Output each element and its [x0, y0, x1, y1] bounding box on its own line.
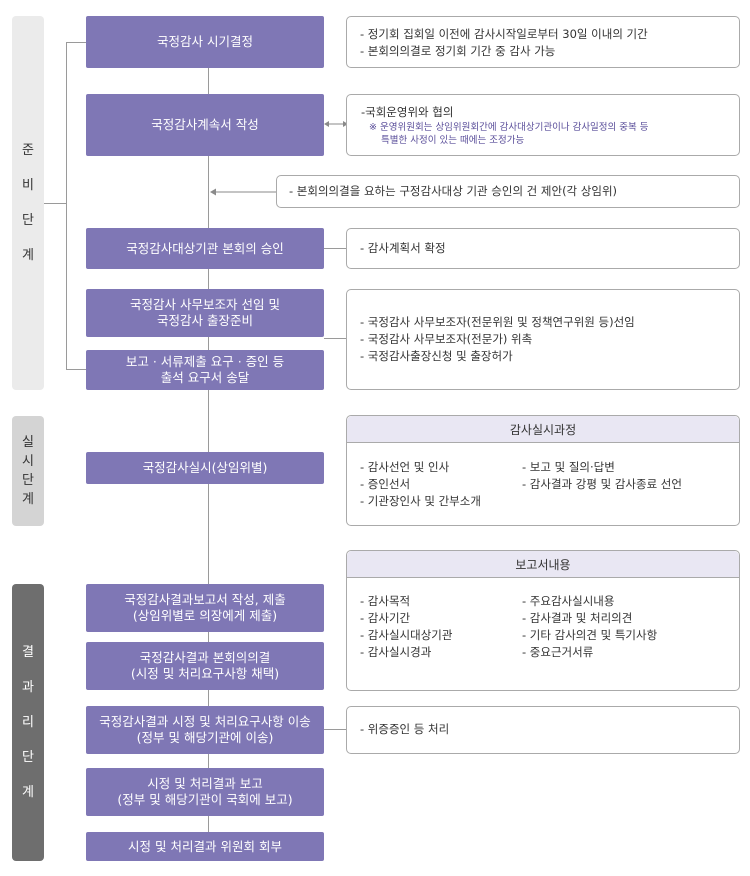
note-proposal: - 본회의의결을 요하는 구정감사대상 기관 승인의 건 제안(각 상임위) [276, 175, 740, 208]
note-line: - 본회의의결을 요하는 구정감사대상 기관 승인의 건 제안(각 상임위) [289, 184, 618, 198]
left-arrow-icon [210, 188, 276, 196]
phase-char: 비 [22, 178, 34, 193]
note-line: - 감사결과 강평 및 감사종료 선언 [522, 477, 682, 491]
phase-execution: 실 시 단 계 [12, 416, 44, 526]
main-flow-line [208, 68, 209, 832]
phase-char: 결 [22, 645, 34, 660]
note-report: 보고서내용 - 감사목적 - 감사기간 - 감사실시대상기관 - 감사실시경과 … [346, 550, 740, 691]
step-plenary-resolution: 국정감사결과 본회의의결 (시정 및 처리요구사항 채택) [86, 642, 324, 690]
bracket-line-bottom [66, 369, 86, 370]
note-process: 감사실시과정 - 감사선언 및 인사 - 증인선서 - 기관장인사 및 간부소개… [346, 415, 740, 526]
note-plan: -국회운영위와 협의 ※ 운영위원회는 상임위원회간에 감사대상기관이나 감사일… [346, 94, 740, 156]
connector-transfer [324, 729, 346, 730]
note-report-title: 보고서내용 [347, 551, 739, 578]
bracket-line-phase [44, 203, 66, 204]
note-line: - 본회의의결로 정기회 기간 중 감사 가능 [360, 44, 556, 58]
phase-char: 계 [22, 785, 34, 800]
note-line: - 중요근거서류 [522, 645, 594, 659]
note-line: - 기타 감사의견 및 특기사항 [522, 628, 658, 642]
phase-result: 결 과 리 단 계 [12, 584, 44, 861]
phase-char: 리 [22, 715, 34, 730]
phase-char: 과 [22, 680, 34, 695]
note-transfer: - 위증증인 등 처리 [346, 706, 740, 754]
step-result-report: 국정감사결과보고서 작성, 제출 (상임위별로 의장에게 제출) [86, 584, 324, 632]
note-sub-line: 특별한 사정이 있는 때에는 조정가능 [381, 135, 525, 146]
note-line: - 감사실시대상기관 [360, 628, 453, 642]
note-line: - 기관장인사 및 간부소개 [360, 494, 481, 508]
phase-char: 계 [22, 492, 34, 507]
phase-char: 시 [22, 454, 34, 469]
step-request-transfer: 국정감사결과 시정 및 처리요구사항 이송 (정부 및 해당기관에 이송) [86, 706, 324, 754]
step-timing-decision: 국정감사 시기결정 [86, 16, 324, 68]
note-line: - 국정감사출장신청 및 출장허가 [360, 349, 513, 363]
note-line: - 감사실시경과 [360, 645, 432, 659]
step-committee-referral: 시정 및 처리결과 위원회 회부 [86, 832, 324, 861]
step-plan-writing: 국정감사계속서 작성 [86, 94, 324, 156]
note-line: - 증인선서 [360, 477, 411, 491]
note-line: - 감사결과 및 처리의견 [522, 611, 633, 625]
phase-preparation: 준 비 단 계 [12, 16, 44, 390]
note-line: - 주요감사실시내용 [522, 594, 615, 608]
note-line: - 감사목적 [360, 594, 411, 608]
phase-char: 준 [22, 143, 34, 158]
note-line: - 보고 및 질의·답변 [522, 460, 615, 474]
note-line: - 감사기간 [360, 611, 411, 625]
note-line: - 감사계획서 확정 [360, 241, 446, 255]
note-timing: - 정기회 집회일 이전에 감사시작일로부터 30일 이내의 기간 - 본회의의… [346, 16, 740, 68]
phase-char: 단 [22, 750, 34, 765]
note-confirm: - 감사계획서 확정 [346, 228, 740, 269]
bracket-line-vertical [66, 42, 67, 370]
note-line: - 국정감사 사무보조자(전문위원 및 정책연구위원 등)선임 [360, 315, 635, 329]
note-process-title: 감사실시과정 [347, 416, 739, 443]
phase-char: 단 [22, 473, 34, 488]
phase-char: 단 [22, 213, 34, 228]
step-document-request: 보고 · 서류제출 요구 · 증인 등 출석 요구서 송달 [86, 350, 324, 390]
step-assistant-selection: 국정감사 사무보조자 선임 및 국정감사 출장준비 [86, 289, 324, 337]
note-line: - 감사선언 및 인사 [360, 460, 450, 474]
step-target-approval: 국정감사대상기관 본회의 승인 [86, 228, 324, 269]
note-line: - 국정감사 사무보조자(전문가) 위촉 [360, 332, 533, 346]
note-line: - 정기회 집회일 이전에 감사시작일로부터 30일 이내의 기간 [360, 27, 648, 41]
note-sub-line: ※ 운영위원회는 상임위원회간에 감사대상기관이나 감사일정의 중복 등 [369, 122, 649, 133]
step-audit-execution: 국정감사실시(상임위별) [86, 452, 324, 484]
note-line: -국회운영위와 협의 [361, 105, 454, 119]
connector-assistants [324, 338, 346, 339]
double-arrow-icon [324, 121, 348, 127]
bracket-line-top [66, 42, 86, 43]
step-result-report-back: 시정 및 처리결과 보고 (정부 및 해당기관이 국회에 보고) [86, 768, 324, 816]
note-assistants: - 국정감사 사무보조자(전문위원 및 정책연구위원 등)선임 - 국정감사 사… [346, 289, 740, 390]
note-line: - 위증증인 등 처리 [360, 722, 450, 736]
connector-confirm [324, 248, 346, 249]
phase-char: 실 [22, 435, 34, 450]
phase-char: 계 [22, 248, 34, 263]
